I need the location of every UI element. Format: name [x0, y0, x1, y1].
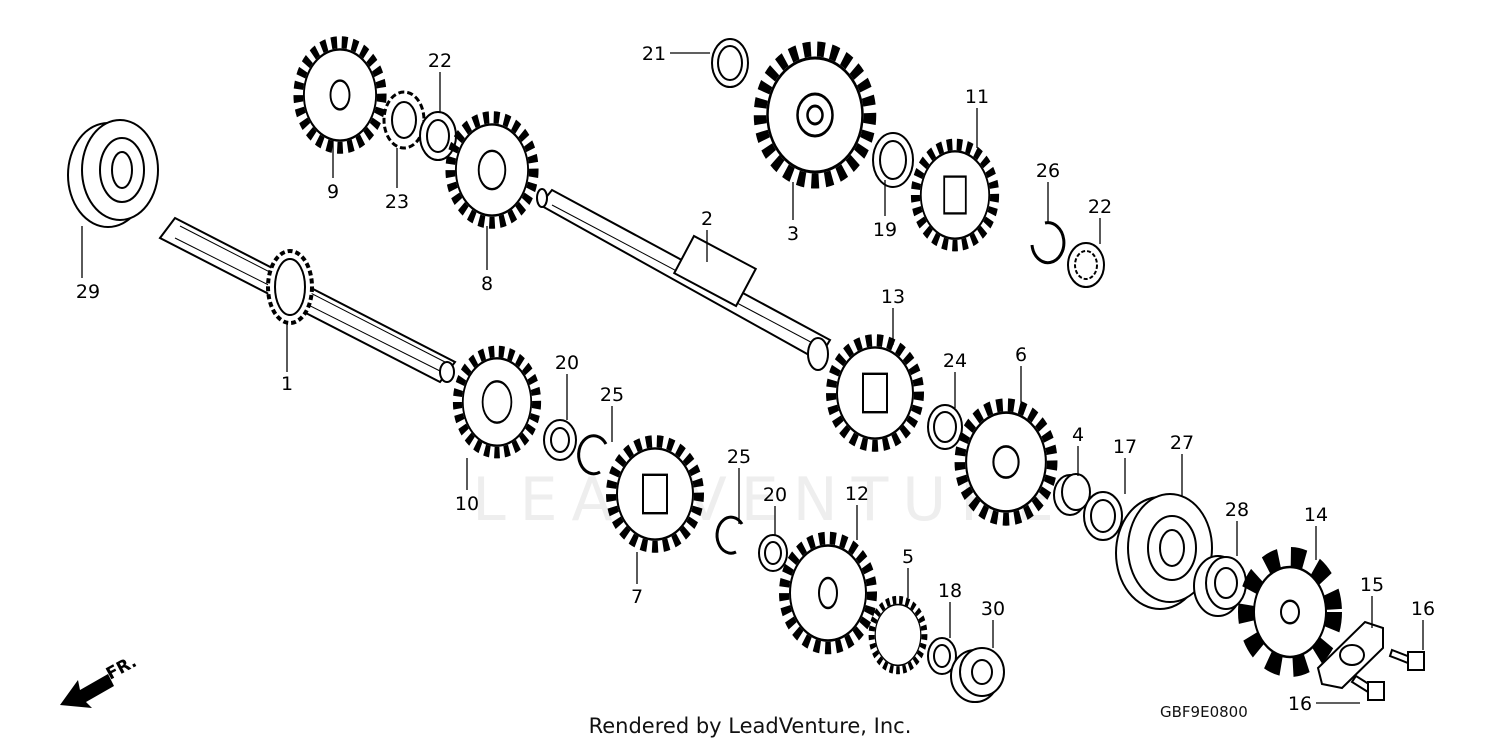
washer-20a[interactable] [543, 419, 577, 461]
callout-18[interactable]: 18 [938, 580, 962, 602]
bearing-27[interactable] [1115, 493, 1213, 610]
callout-20b[interactable]: 20 [763, 484, 787, 506]
callout-30[interactable]: 30 [981, 598, 1005, 620]
callout-29[interactable]: 29 [76, 281, 100, 303]
washer-17[interactable] [1083, 491, 1123, 541]
gear-6[interactable] [960, 405, 1052, 519]
seal-28[interactable] [1193, 555, 1247, 617]
front-arrow-icon: FR. [60, 652, 140, 708]
callout-22a[interactable]: 22 [428, 50, 452, 72]
bearing-29[interactable] [67, 119, 159, 228]
callout-25a[interactable]: 25 [600, 384, 624, 406]
callout-24[interactable]: 24 [943, 350, 967, 372]
callout-15[interactable]: 15 [1360, 574, 1384, 596]
bolt-16a[interactable] [1388, 648, 1425, 671]
callout-27[interactable]: 27 [1170, 432, 1194, 454]
callout-23[interactable]: 23 [385, 191, 409, 213]
gear-13[interactable] [831, 340, 919, 446]
countershaft[interactable] [536, 188, 832, 371]
callout-5[interactable]: 5 [902, 546, 914, 568]
callout-14[interactable]: 14 [1304, 504, 1328, 526]
bushing-4[interactable] [1053, 473, 1091, 516]
gear-10[interactable] [457, 351, 536, 452]
watermark: LEADVENTURE [472, 465, 1068, 535]
callout-9[interactable]: 9 [327, 181, 339, 203]
gear-9[interactable] [298, 42, 382, 148]
callout-20a[interactable]: 20 [555, 352, 579, 374]
callout-16b[interactable]: 16 [1288, 693, 1312, 715]
callout-7[interactable]: 7 [631, 586, 643, 608]
washer-22a[interactable] [419, 111, 457, 161]
callout-3[interactable]: 3 [787, 223, 799, 245]
washer-19[interactable] [872, 132, 914, 188]
callout-12[interactable]: 12 [845, 483, 869, 505]
callout-21[interactable]: 21 [642, 43, 666, 65]
bearing-30[interactable] [950, 647, 1005, 703]
callout-22b[interactable]: 22 [1088, 196, 1112, 218]
washer-20b[interactable] [758, 534, 788, 572]
callout-2[interactable]: 2 [701, 208, 713, 230]
callout-16a[interactable]: 16 [1411, 598, 1435, 620]
callout-25b[interactable]: 25 [727, 446, 751, 468]
washer-23[interactable] [382, 90, 426, 150]
circlip-26[interactable] [1030, 221, 1066, 265]
gear-11[interactable] [915, 144, 994, 245]
gear-12[interactable] [784, 538, 872, 648]
washer-24[interactable] [927, 404, 963, 450]
gear-8[interactable] [450, 117, 534, 223]
washer-18[interactable] [927, 637, 957, 675]
callout-4[interactable]: 4 [1072, 424, 1084, 446]
sprocket-14[interactable] [1238, 547, 1342, 677]
plate-15[interactable] [1316, 620, 1384, 690]
callout-28[interactable]: 28 [1225, 499, 1249, 521]
callout-13[interactable]: 13 [881, 286, 905, 308]
circlip-25a[interactable] [577, 434, 608, 476]
leader-lines [81, 52, 1424, 704]
callout-17[interactable]: 17 [1113, 436, 1137, 458]
bolt-16b[interactable] [1350, 674, 1385, 701]
gear-3[interactable] [760, 49, 870, 181]
callout-19[interactable]: 19 [873, 219, 897, 241]
callout-26[interactable]: 26 [1036, 160, 1060, 182]
footer-credit: Rendered by LeadVenture, Inc. [588, 714, 912, 738]
callout-6[interactable]: 6 [1015, 344, 1027, 366]
gear-7[interactable] [611, 441, 699, 547]
washer-22b[interactable] [1067, 242, 1105, 288]
callout-labels: 1 2 3 4 5 6 7 8 9 10 11 12 13 14 15 16 1… [76, 43, 1435, 715]
callout-10[interactable]: 10 [455, 493, 479, 515]
mainshaft[interactable] [158, 216, 457, 384]
callout-1[interactable]: 1 [281, 373, 293, 395]
gear-5[interactable] [872, 600, 925, 670]
diagram-code: GBF9E0800 [1160, 703, 1248, 721]
callout-11[interactable]: 11 [965, 86, 989, 108]
washer-21[interactable] [711, 38, 749, 88]
circlip-25b[interactable] [715, 515, 744, 555]
callout-8[interactable]: 8 [481, 273, 493, 295]
